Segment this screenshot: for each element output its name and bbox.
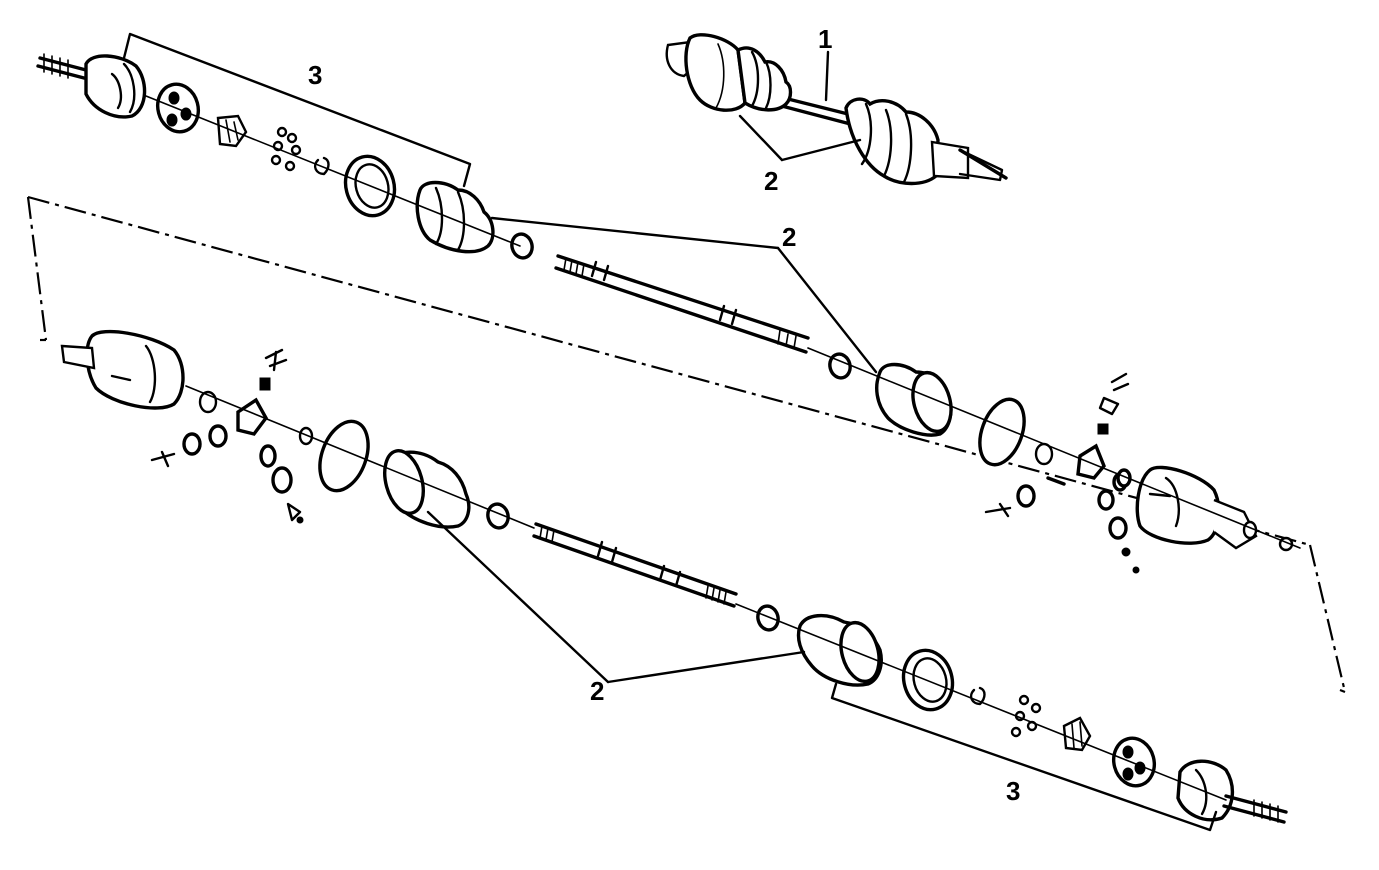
callout-leaders	[122, 32, 1218, 832]
lower-axle-shaft	[532, 522, 780, 632]
upper-axle-outer-joint	[36, 53, 534, 260]
lower-axle-outer-joint	[796, 614, 1288, 824]
callout-boot-lower-axle: 2	[590, 676, 604, 706]
upper-axle-inner-joint	[875, 362, 1294, 574]
assembly-enclosure-dashline	[26, 195, 1347, 694]
complete-drive-shaft	[665, 33, 1008, 186]
callout-boot-upper-axle: 2	[782, 222, 796, 252]
exploded-axis-lines	[145, 95, 1301, 801]
callout-boot-top-right: 2	[764, 166, 778, 196]
callout-cv-kit-bottom: 3	[1006, 776, 1020, 806]
callout-cv-kit-top: 3	[308, 60, 322, 90]
callout-complete-shaft: 1	[818, 24, 832, 54]
upper-axle-shaft	[554, 254, 852, 380]
lower-axle-inner-joint	[60, 329, 510, 530]
